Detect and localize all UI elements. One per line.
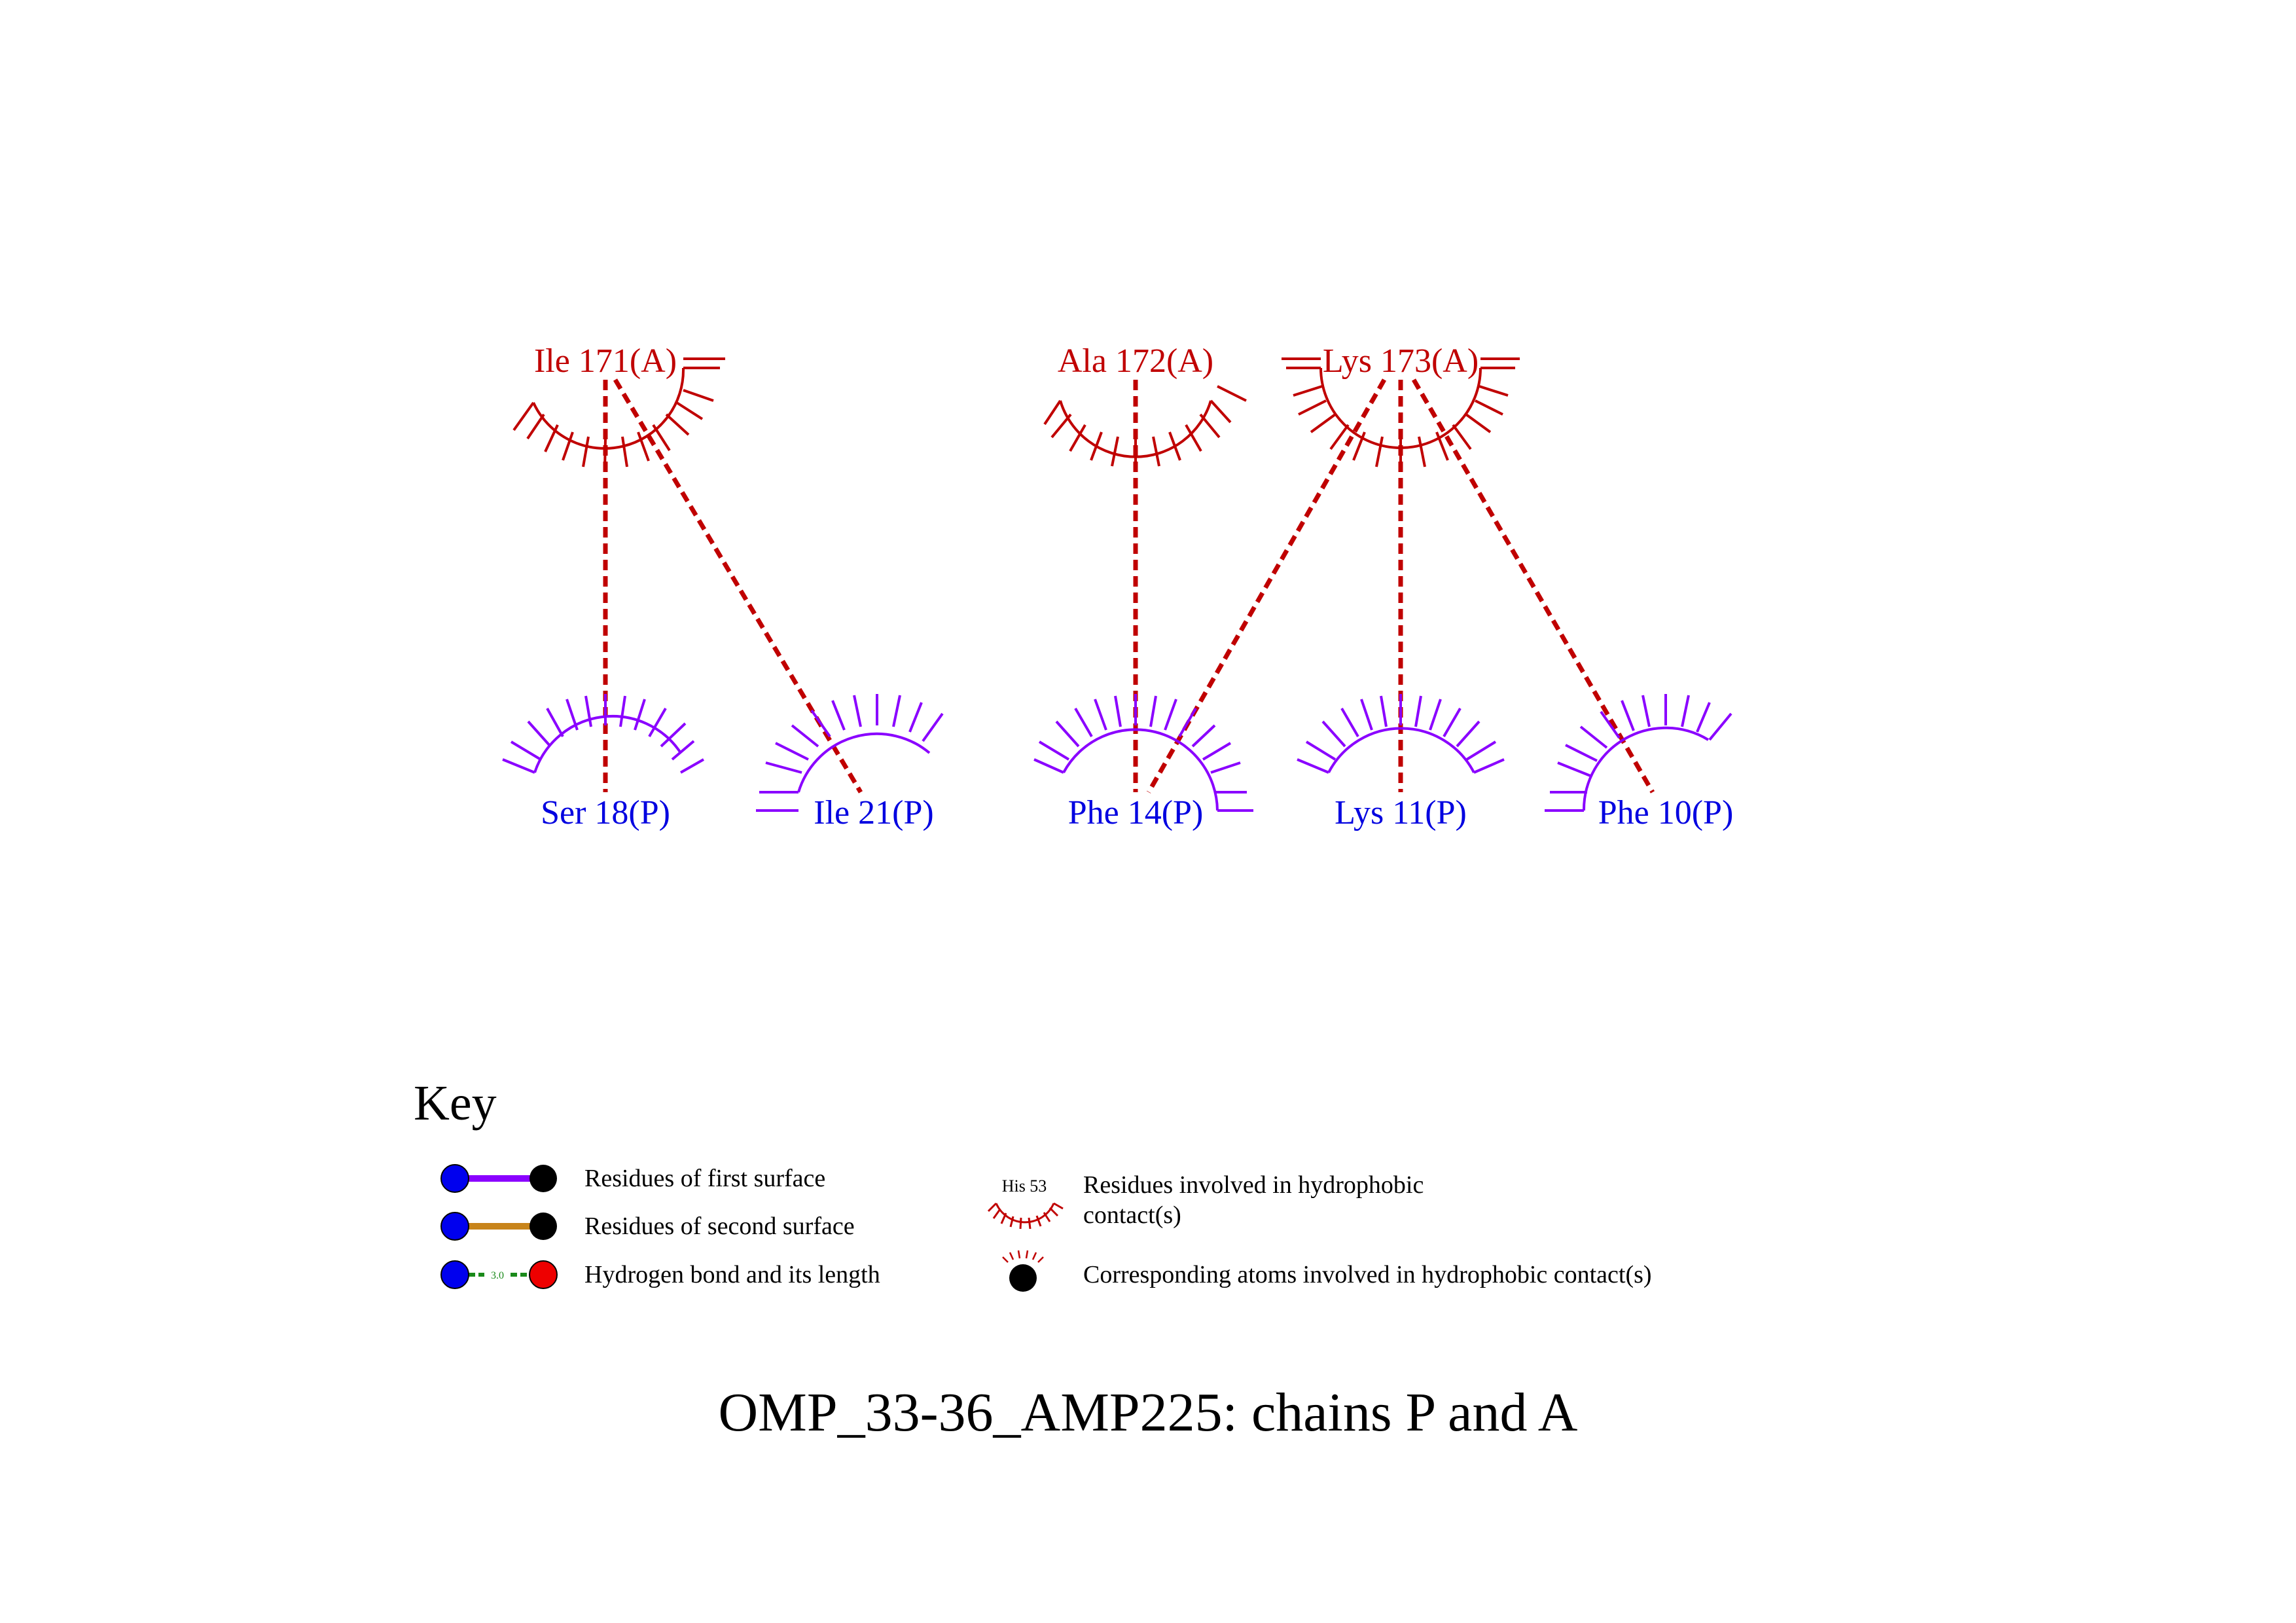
hydrophobic-arc-icon [502, 694, 704, 774]
residue-label: Ile 21(P) [814, 794, 933, 831]
key-hydrophobic-atoms: Corresponding atoms involved in hydropho… [1002, 1250, 1652, 1292]
blue-atom-icon [440, 1164, 469, 1193]
hydrophobic-arc-icon [1033, 694, 1253, 812]
hydrophobic-arc-icon [987, 1202, 1064, 1230]
key-label: contact(s) [1083, 1201, 1181, 1229]
residue-label: Lys 11(P) [1335, 794, 1467, 831]
key-hydrogen-bond: 3.0 Hydrogen bond and its length [440, 1260, 880, 1289]
contact-spikes-icon [1002, 1250, 1044, 1263]
black-atom-icon [1009, 1264, 1037, 1292]
key-label: Residues of first surface [584, 1165, 825, 1192]
hbond-length: 3.0 [491, 1270, 504, 1281]
residue-ile171: Ile 171(A) [512, 342, 725, 470]
hydrophobic-arc-icon [756, 694, 944, 812]
residue-ala172: Ala 172(A) [1043, 342, 1247, 469]
key-hydrophobic-residue: His 53 Residues involved in hydrophobic … [987, 1171, 1424, 1230]
key-legend: Key Residues of first surface Residues o… [414, 1076, 1652, 1292]
residue-label: Ile 171(A) [534, 342, 677, 380]
residue-lys173: Lys 173(A) [1282, 342, 1520, 469]
red-atom-icon [529, 1260, 558, 1289]
blue-atom-icon [440, 1260, 469, 1289]
residue-phe10: Phe 10(P) [1545, 694, 1733, 831]
key-label: Residues involved in hydrophobic [1083, 1171, 1424, 1199]
residue-ser18: Ser 18(P) [502, 694, 704, 831]
hydrophobic-arc-icon [1545, 694, 1732, 812]
key-label: Corresponding atoms involved in hydropho… [1083, 1261, 1652, 1288]
residue-phe14: Phe 14(P) [1033, 694, 1253, 831]
blue-atom-icon [440, 1212, 469, 1241]
hydrophobic-arc-icon [1282, 357, 1520, 469]
residue-label: Phe 14(P) [1068, 794, 1204, 831]
residue-label: Lys 173(A) [1323, 342, 1479, 380]
residue-label: Ala 172(A) [1058, 342, 1213, 380]
residue-lys11: Lys 11(P) [1297, 694, 1505, 831]
key-label: Residues of second surface [584, 1213, 855, 1240]
residue-ile21: Ile 21(P) [756, 694, 944, 831]
residue-label: Phe 10(P) [1598, 794, 1734, 831]
hydrophobic-arc-icon [1297, 694, 1505, 774]
key-label: Hydrogen bond and its length [584, 1261, 880, 1288]
hydrophobic-arc-icon [1043, 385, 1247, 469]
key-first-surface: Residues of first surface [440, 1164, 825, 1193]
hydrophobic-sample-label: His 53 [1002, 1176, 1047, 1195]
key-second-surface: Residues of second surface [440, 1212, 855, 1241]
contact-line [1411, 378, 1655, 793]
key-title: Key [414, 1076, 497, 1131]
diagram-caption: OMP_33-36_AMP225: chains P and A [719, 1382, 1578, 1443]
hydrophobic-arc-icon [512, 357, 725, 470]
black-atom-icon [529, 1165, 557, 1192]
residue-label: Ser 18(P) [541, 794, 670, 831]
black-atom-icon [529, 1213, 557, 1240]
